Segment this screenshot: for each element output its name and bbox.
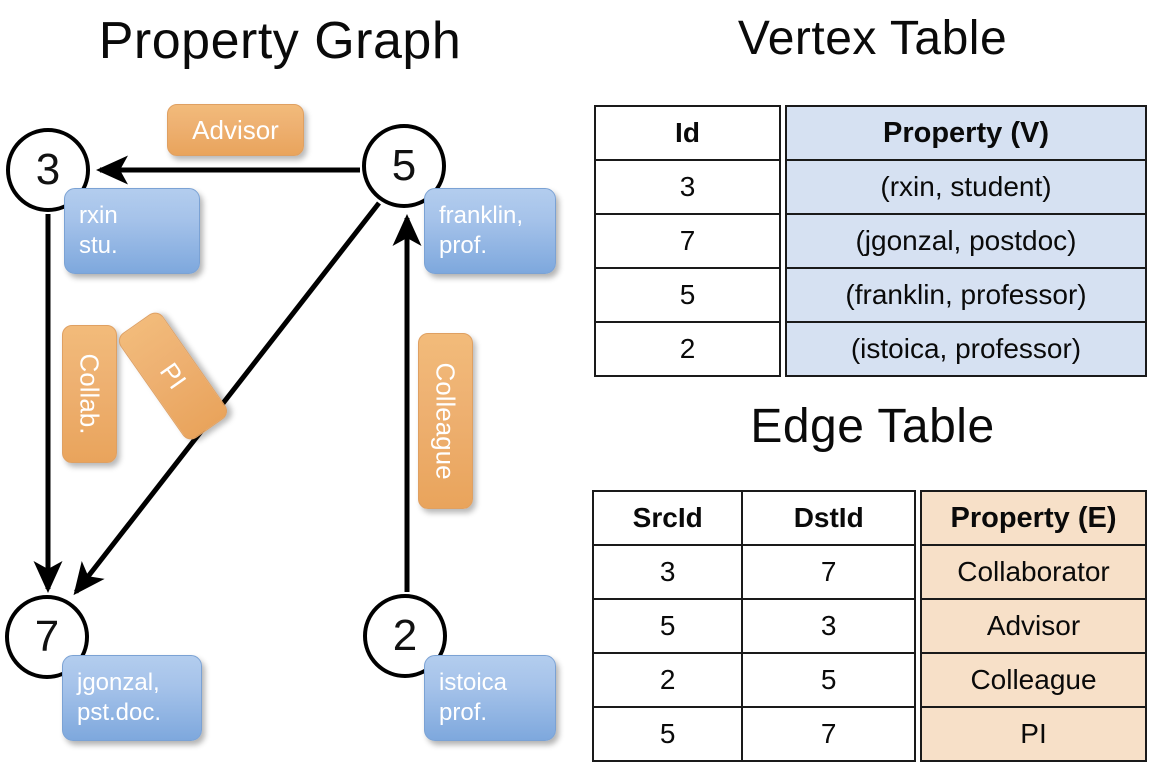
edge-table-cell-srcid: 2 bbox=[591, 652, 744, 708]
page-title-edge-table: Edge Table bbox=[750, 400, 995, 453]
vertex-property-box-5: franklin, prof. bbox=[424, 188, 556, 274]
table-row: 7 bbox=[594, 213, 781, 269]
vertex-table-header-property: Property (V) bbox=[785, 105, 1147, 161]
edge-label-box-advisor: Advisor bbox=[167, 104, 304, 156]
table-header-row: Property (E) bbox=[920, 490, 1147, 546]
table-row: 3 7 bbox=[591, 544, 916, 600]
edge-label-box-colleague: Colleague bbox=[418, 333, 473, 509]
edge-label-collab-text: Collab. bbox=[74, 353, 105, 435]
table-row: (istoica, professor) bbox=[785, 321, 1147, 377]
table-row: 2 5 bbox=[591, 652, 916, 708]
table-header-row: Property (V) bbox=[785, 105, 1147, 161]
page-title-property-graph: Property Graph bbox=[98, 12, 462, 70]
table-row: 5 7 bbox=[591, 706, 916, 762]
vertex-table-cell-property: (jgonzal, postdoc) bbox=[785, 213, 1147, 269]
page-title-vertex-table: Vertex Table bbox=[737, 12, 1008, 65]
table-row: 3 bbox=[594, 159, 781, 215]
graph-vertex-7-label: 7 bbox=[34, 612, 60, 661]
edge-table-cell-property: PI bbox=[920, 706, 1147, 762]
edge-table-cell-dstid: 7 bbox=[741, 706, 916, 762]
graph-vertex-2-label: 2 bbox=[392, 611, 418, 660]
edge-table-cell-srcid: 5 bbox=[591, 598, 744, 654]
edge-table-cell-dstid: 3 bbox=[741, 598, 916, 654]
edge-table-cell-property: Colleague bbox=[920, 652, 1147, 708]
table-row: (franklin, professor) bbox=[785, 267, 1147, 323]
edge-table-cell-dstid: 7 bbox=[741, 544, 916, 600]
edge-table-header-srcid: SrcId bbox=[591, 490, 744, 546]
edge-table-header-property: Property (E) bbox=[920, 490, 1147, 546]
table-header-row: Id bbox=[594, 105, 781, 161]
graph-vertex-5-label: 5 bbox=[391, 141, 417, 190]
vertex-property-box-5-line2: prof. bbox=[439, 232, 488, 259]
table-row: PI bbox=[920, 706, 1147, 762]
table-row: 5 3 bbox=[591, 598, 916, 654]
table-row: Collaborator bbox=[920, 544, 1147, 600]
property-graph-diagram: 3 5 7 2 rxin stu. franklin, prof. jgonza… bbox=[0, 0, 585, 760]
edge-arrow-5-to-7 bbox=[73, 201, 381, 596]
edge-label-colleague-text: Colleague bbox=[430, 362, 461, 480]
graph-edge-arrows bbox=[33, 155, 422, 596]
vertex-property-box-5-line1: franklin, bbox=[439, 202, 524, 229]
edge-label-advisor-text: Advisor bbox=[192, 115, 279, 145]
vertex-property-box-2-line2: prof. bbox=[439, 699, 488, 726]
vertex-property-box-7-line2: pst.doc. bbox=[77, 699, 162, 726]
edge-table-header-dstid: DstId bbox=[741, 490, 916, 546]
table-row: Advisor bbox=[920, 598, 1147, 654]
vertex-table-header-id: Id bbox=[594, 105, 781, 161]
table-row: 5 bbox=[594, 267, 781, 323]
edge-label-box-collab: Collab. bbox=[62, 325, 117, 463]
vertex-table-property-column: Property (V) (rxin, student) (jgonzal, p… bbox=[785, 105, 1147, 377]
vertex-property-box-3-line1: rxin bbox=[79, 202, 118, 229]
table-header-row: SrcId DstId bbox=[591, 490, 916, 546]
vertex-property-box-3: rxin stu. bbox=[64, 188, 200, 274]
edge-table-cell-property: Advisor bbox=[920, 598, 1147, 654]
edge-table-cell-srcid: 5 bbox=[591, 706, 744, 762]
edge-table-cell-property: Collaborator bbox=[920, 544, 1147, 600]
vertex-property-box-3-line2: stu. bbox=[79, 232, 118, 259]
table-row: Colleague bbox=[920, 652, 1147, 708]
graph-vertex-5[interactable]: 5 bbox=[362, 124, 446, 208]
vertex-table-cell-id: 5 bbox=[594, 267, 781, 323]
edge-table-cell-dstid: 5 bbox=[741, 652, 916, 708]
edge-table-cell-srcid: 3 bbox=[591, 544, 744, 600]
vertex-table-cell-id: 2 bbox=[594, 321, 781, 377]
vertex-property-box-2: istoica prof. bbox=[424, 655, 556, 741]
vertex-table-cell-id: 7 bbox=[594, 213, 781, 269]
edge-table-id-columns: SrcId DstId 3 7 5 3 2 5 5 7 bbox=[591, 490, 916, 762]
vertex-property-box-7-line1: jgonzal, bbox=[77, 669, 160, 696]
edge-table-property-column: Property (E) Collaborator Advisor Collea… bbox=[920, 490, 1147, 762]
vertex-table-cell-property: (rxin, student) bbox=[785, 159, 1147, 215]
graph-vertex-2[interactable]: 2 bbox=[363, 594, 447, 678]
vertex-table-id-column: Id 3 7 5 2 bbox=[594, 105, 781, 377]
graph-vertex-3-label: 3 bbox=[35, 145, 61, 194]
vertex-table-cell-property: (franklin, professor) bbox=[785, 267, 1147, 323]
vertex-table-cell-id: 3 bbox=[594, 159, 781, 215]
table-row: 2 bbox=[594, 321, 781, 377]
vertex-property-box-7: jgonzal, pst.doc. bbox=[62, 655, 202, 741]
table-row: (rxin, student) bbox=[785, 159, 1147, 215]
vertex-table-cell-property: (istoica, professor) bbox=[785, 321, 1147, 377]
vertex-property-box-2-line1: istoica bbox=[439, 669, 508, 696]
edge-label-pi-text: PI bbox=[153, 357, 193, 395]
table-row: (jgonzal, postdoc) bbox=[785, 213, 1147, 269]
